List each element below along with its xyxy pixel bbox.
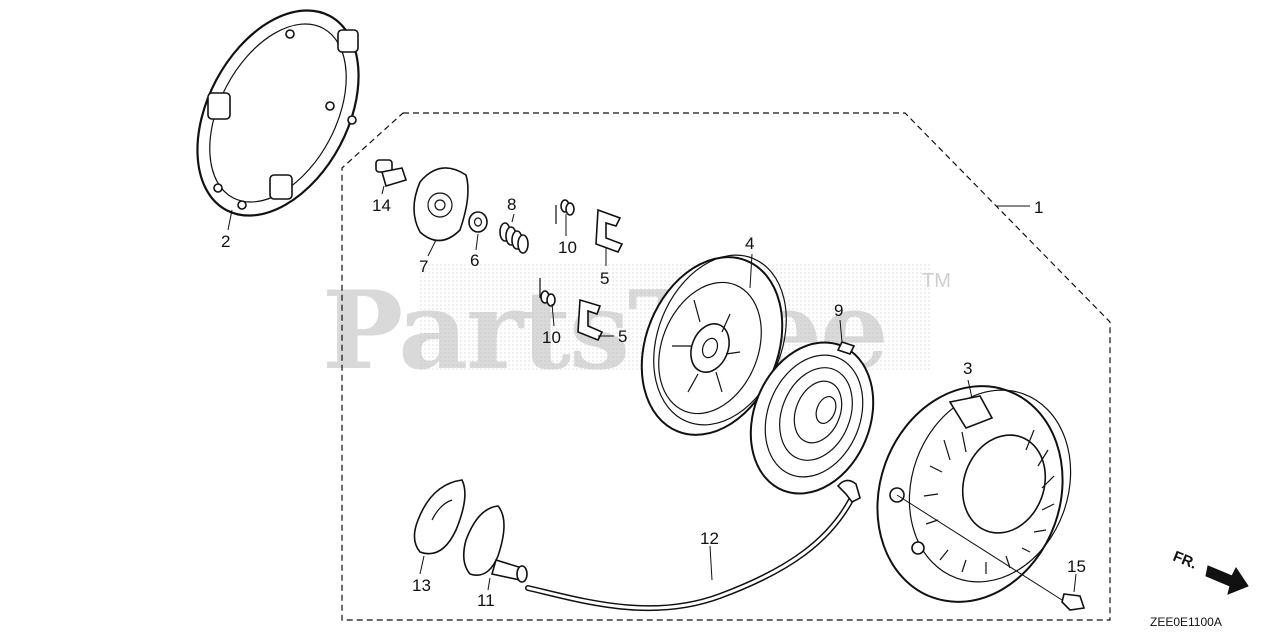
ring-shroud-part (196, 9, 360, 217)
callout-1: 1 (1034, 198, 1043, 217)
callout-4: 4 (745, 234, 754, 253)
flange-bolt-part (1061, 593, 1086, 611)
ratchet-upper-part (595, 208, 624, 253)
diagram-code: ZEE0E1100A (1150, 615, 1222, 629)
callout-6: 6 (470, 251, 479, 270)
callout-13: 13 (412, 576, 431, 595)
starter-grip-part (462, 505, 528, 583)
callout-7: 7 (419, 257, 428, 276)
ratchet-spring-upper-part (555, 199, 575, 224)
callout-15: 15 (1067, 557, 1086, 576)
callout-14: 14 (372, 196, 391, 215)
starter-case-part (876, 385, 1072, 603)
washer-part (468, 211, 488, 233)
callout-2: 2 (221, 232, 230, 251)
recoil-pulley-part (640, 254, 787, 436)
callout-3: 3 (963, 359, 972, 378)
callout-9: 9 (834, 301, 843, 320)
callout-8: 8 (507, 195, 516, 214)
ratchet-spring-lower-part (539, 278, 556, 307)
front-direction-marker: FR. (1171, 548, 1249, 595)
callout-5-upper: 5 (600, 269, 609, 288)
assembly-boundary (341, 112, 1111, 621)
callout-12: 12 (700, 529, 719, 548)
spring-part (499, 222, 529, 254)
arrow-right-down-icon (1205, 565, 1249, 595)
ratchet-lower-part (577, 298, 604, 342)
callout-10-lower: 10 (542, 328, 561, 347)
callout-11: 11 (477, 591, 495, 610)
leader-lines (227, 185, 1077, 601)
callouts: 1 2 3 4 5 5 6 7 8 9 10 10 11 12 13 14 15 (221, 195, 1086, 610)
starter-rope-part (525, 479, 861, 612)
grip-part (413, 479, 466, 555)
recoil-spring-part (749, 341, 875, 495)
front-label: FR. (1171, 548, 1200, 573)
ratchet-guide-part (413, 167, 469, 242)
callout-5-lower: 5 (618, 327, 627, 346)
bolt-part (375, 159, 408, 187)
callout-10-upper: 10 (558, 238, 577, 257)
watermark-trademark: TM (922, 270, 951, 292)
